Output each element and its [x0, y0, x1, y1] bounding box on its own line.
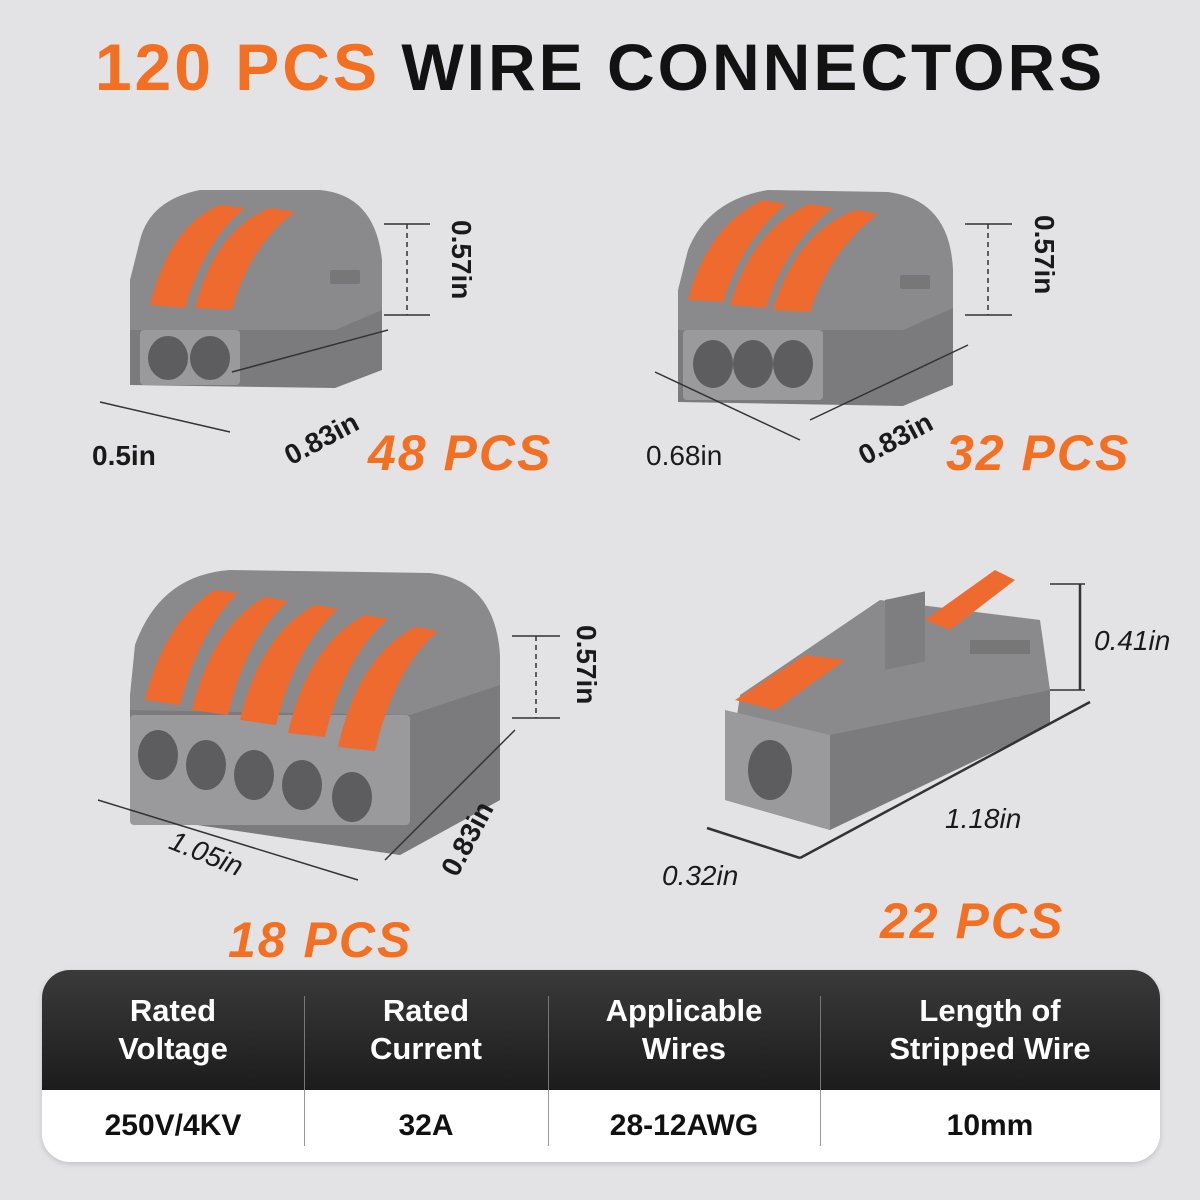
spec-table-values: 250V/4KV 32A 28-12AWG 10mm — [42, 1090, 1160, 1162]
pcs-label-1: 48 PCS — [368, 425, 553, 481]
spec-header-wires: Applicable Wires — [548, 970, 820, 1090]
connector-1-port — [720, 560, 1060, 840]
dim-width-1: 0.5in — [92, 440, 156, 471]
dim-width-2: 0.68in — [646, 440, 723, 471]
spec-value-current: 32A — [304, 1090, 548, 1162]
connector-3-port-illustration — [678, 190, 953, 406]
dim-length-4: 1.18in — [945, 803, 1022, 834]
dim-height-3: 0.57in — [571, 625, 602, 705]
dim-height-4: 0.41in — [1094, 625, 1171, 656]
connector-5-port-illustration — [130, 570, 500, 855]
connector-5-port — [120, 565, 510, 865]
connector-1-port-illustration — [725, 570, 1050, 830]
pcs-label-2: 32 PCS — [946, 425, 1131, 481]
spec-value-strip-length: 10mm — [820, 1090, 1160, 1162]
spec-table-header: Rated Voltage Rated Current Applicable W… — [42, 970, 1160, 1090]
dim-height-2: 0.57in — [1029, 215, 1060, 295]
connector-2-port-illustration — [130, 190, 382, 388]
spec-table: Rated Voltage Rated Current Applicable W… — [42, 970, 1160, 1162]
page-title: 120 PCS WIRE CONNECTORS — [0, 34, 1200, 100]
pcs-label-3: 18 PCS — [228, 912, 413, 968]
dim-width-4: 0.32in — [662, 860, 739, 891]
spec-value-voltage: 250V/4KV — [104, 1109, 242, 1142]
pcs-label-4: 22 PCS — [880, 893, 1065, 949]
spec-header-voltage: Rated Voltage — [118, 993, 228, 1066]
connector-3-port — [668, 180, 968, 420]
dim-height-1: 0.57in — [446, 220, 477, 300]
spec-value-wires: 28-12AWG — [548, 1090, 820, 1162]
dim-depth-1: 0.83in — [279, 406, 364, 471]
title-product: WIRE CONNECTORS — [401, 30, 1106, 104]
connector-2-port — [120, 180, 420, 400]
spec-header-strip-length: Length of Stripped Wire — [820, 970, 1160, 1090]
spec-header-current: Rated Current — [304, 970, 548, 1090]
title-quantity: 120 PCS — [94, 30, 380, 104]
